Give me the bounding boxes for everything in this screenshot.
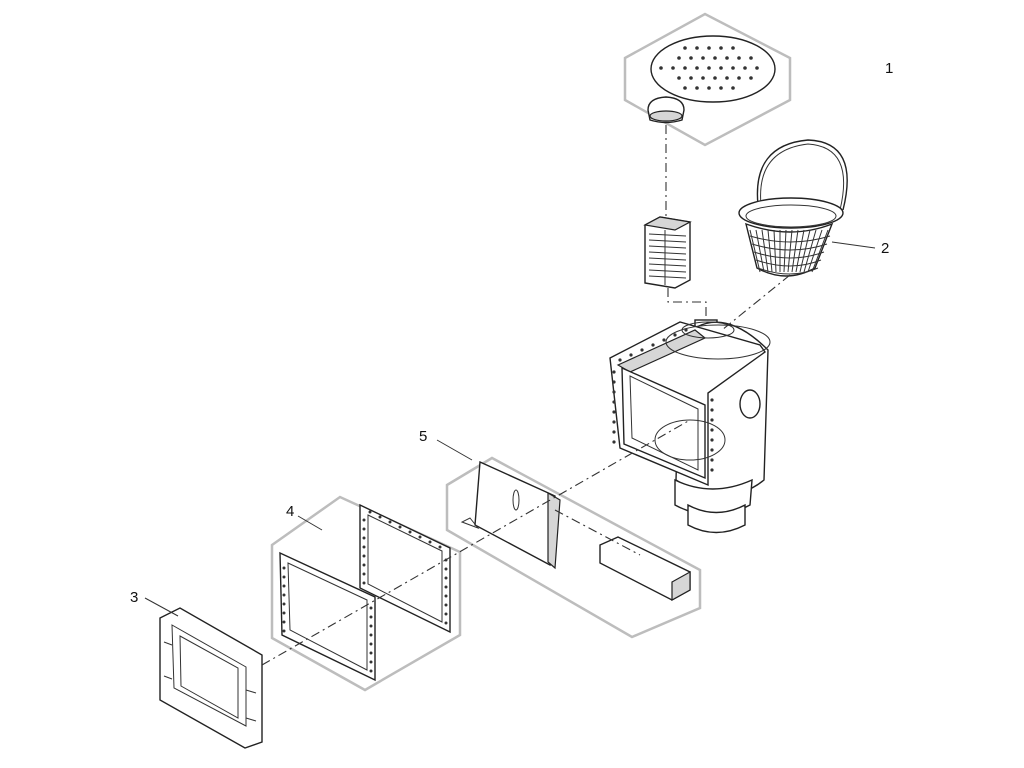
basket-mesh bbox=[749, 229, 831, 275]
part-4-group-frame bbox=[270, 495, 462, 692]
lid-perforations bbox=[659, 46, 759, 90]
callout-2: 2 bbox=[881, 240, 889, 257]
callout-1: 1 bbox=[885, 60, 893, 77]
basket-rim bbox=[738, 197, 844, 229]
weir-door bbox=[474, 460, 556, 567]
part-5-group-frame bbox=[445, 456, 702, 639]
callout-4: 4 bbox=[286, 503, 294, 520]
filter-cartridge bbox=[643, 216, 692, 289]
lid-cap bbox=[647, 96, 685, 124]
housing-bolt-holes bbox=[612, 328, 714, 472]
callout-5: 5 bbox=[419, 428, 427, 445]
gasket-back bbox=[359, 503, 451, 634]
skimmer-body bbox=[609, 319, 771, 534]
part-5-weir-group bbox=[445, 456, 702, 639]
part-1-lid-group bbox=[623, 12, 792, 147]
callout-3: 3 bbox=[130, 589, 138, 606]
basket-handle bbox=[756, 139, 848, 211]
assembly-axis-lines bbox=[261, 125, 791, 666]
part-3-faceplate bbox=[159, 607, 263, 749]
part-4-gasket-group bbox=[270, 495, 462, 692]
faceplate-outer bbox=[159, 607, 263, 749]
part-2-basket bbox=[738, 139, 848, 277]
skimmer-lid bbox=[650, 35, 776, 103]
gasket-front bbox=[279, 551, 376, 682]
part-1-group-frame bbox=[623, 12, 792, 147]
